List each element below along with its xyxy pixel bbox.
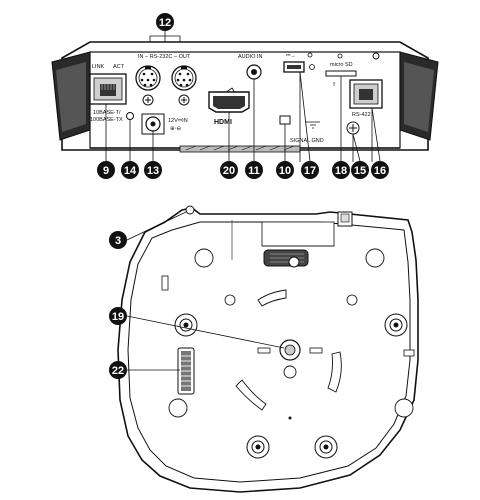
callout-20: 20	[220, 161, 238, 179]
svg-text:18: 18	[335, 165, 347, 177]
audio-in-label: AUDIO IN	[238, 54, 262, 60]
camera-base	[117, 205, 419, 493]
dc-in-label: 12V⎓IN	[168, 118, 188, 124]
svg-text:19: 19	[112, 311, 124, 323]
audio-in-port: AUDIO IN	[238, 54, 262, 80]
callout-18: 18	[332, 161, 350, 179]
link-label: LINK	[92, 64, 105, 70]
panel-hole	[337, 53, 343, 59]
screw-icon	[178, 94, 190, 106]
eject-icon: ⇧	[332, 81, 337, 88]
callout-17: 17	[301, 161, 319, 179]
lan-port: LINK ACT 10BASE-T/ 100BASE-TX	[89, 64, 127, 123]
callout-14: 14	[121, 161, 139, 179]
callout-16: 16	[371, 161, 389, 179]
callout-22: 22	[109, 361, 180, 379]
svg-text:13: 13	[147, 165, 159, 177]
signal-gnd-label: SIGNAL GND	[290, 138, 324, 144]
svg-text:14: 14	[124, 165, 137, 177]
usb-port: ⎓→	[283, 52, 315, 73]
tilt-mechanism	[263, 249, 309, 268]
callout-9: 9	[97, 161, 115, 179]
hdmi-port: HDMI	[208, 87, 250, 126]
feet-circle	[394, 398, 414, 418]
svg-text:20: 20	[223, 165, 235, 177]
feet-circle	[365, 248, 385, 268]
feet-circle	[168, 398, 188, 418]
polarity-icon: ⊕◦⊖	[170, 126, 182, 132]
rs232c-out-port	[171, 65, 197, 91]
usb-icon: ⎓→	[286, 53, 296, 59]
screw-boss	[174, 313, 198, 337]
svg-text:9: 9	[103, 165, 109, 177]
svg-text:15: 15	[354, 165, 366, 177]
screw-boss	[246, 435, 270, 459]
rs422-label: RS-422	[352, 112, 371, 118]
svg-text:3: 3	[115, 235, 121, 247]
screw-boss	[384, 313, 408, 337]
micro-sd-label: micro SD	[330, 62, 353, 68]
feet-circle	[194, 248, 214, 268]
screw-icon	[346, 121, 360, 135]
callout-13: 13	[144, 161, 162, 179]
svg-text:22: 22	[112, 365, 124, 377]
lan-speed-label-2: 100BASE-TX	[90, 117, 123, 123]
screw-boss	[314, 435, 338, 459]
callout-19: 19	[109, 307, 285, 349]
svg-text:11: 11	[248, 165, 260, 177]
callout-11: 11	[245, 161, 263, 179]
callout-3: 3	[109, 211, 187, 249]
feet-circle	[346, 294, 358, 306]
svg-text:12: 12	[159, 17, 171, 29]
callout-10: 10	[276, 161, 294, 179]
callout-15: 15	[351, 161, 369, 179]
signal-gnd-terminal: SIGNAL GND	[279, 115, 324, 144]
hdmi-label: HDMI	[214, 119, 232, 126]
dc-in-port: 12V⎓IN ⊕◦⊖	[141, 113, 188, 135]
rs422-port: RS-422	[349, 79, 383, 118]
tripod-mount	[257, 339, 323, 379]
screw-icon	[142, 94, 154, 106]
rs232c-in-port	[135, 65, 161, 91]
connector-strip	[177, 347, 195, 395]
svg-text:16: 16	[374, 165, 386, 177]
status-led	[126, 112, 134, 120]
lan-speed-label-1: 10BASE-T/	[93, 110, 121, 116]
leader-lines-rear	[105, 72, 373, 162]
panel-hole	[372, 52, 380, 60]
callout-12: 12	[156, 13, 174, 31]
act-label: ACT	[113, 64, 125, 70]
rs232c-label: IN − RS-232C − OUT	[138, 54, 191, 60]
rs232c-label-group: IN − RS-232C − OUT	[138, 30, 191, 60]
svg-text:17: 17	[304, 165, 316, 177]
feet-circle	[224, 294, 236, 306]
svg-text:10: 10	[279, 165, 291, 177]
